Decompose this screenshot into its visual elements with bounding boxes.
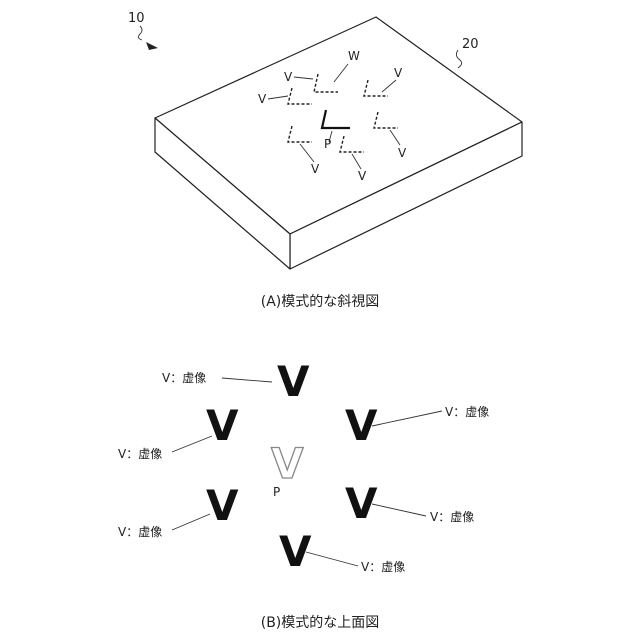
caption-a: (A)模式的な斜視図 [261, 294, 380, 310]
label-v-3: V [394, 66, 403, 80]
ref-squiggle-block [456, 50, 461, 68]
label-v-4: V [398, 146, 407, 160]
callout-upper-right: V：虚像 [445, 405, 489, 419]
leader-callout-lower-left [172, 514, 210, 530]
leader-callout-lower-right [372, 504, 426, 516]
virtual-image-top: V [277, 357, 310, 406]
ref-squiggle-device [138, 26, 142, 40]
top-view: V P V V V V V V V：虚像 V：虚像 V：虚像 V：虚像 V：虚像… [118, 357, 489, 631]
leader-callout-top [222, 378, 272, 382]
virtual-image-lower-left: V [206, 481, 239, 530]
perspective-view: 10 20 P W V V V V V V [128, 11, 522, 310]
label-p: P [324, 137, 331, 151]
virtual-image-upper-left: V [206, 401, 239, 450]
ref-label-device: 10 [128, 11, 145, 26]
leader-callout-bottom [306, 552, 358, 566]
callout-lower-right: V：虚像 [430, 510, 474, 524]
callout-top: V：虚像 [162, 371, 206, 385]
leader-callout-upper-right [372, 411, 442, 426]
virtual-image-lower-right: V [345, 479, 378, 528]
label-real-image-p: P [273, 485, 280, 499]
virtual-image-bottom: V [279, 527, 312, 576]
label-w: W [348, 49, 360, 63]
label-v-1: V [284, 70, 293, 84]
label-v-6: V [358, 169, 367, 183]
real-image-char: V [271, 439, 304, 488]
label-v-2: V [258, 92, 267, 106]
callout-bottom: V：虚像 [361, 560, 405, 574]
ref-label-block: 20 [462, 37, 479, 52]
caption-b: (B)模式的な上面図 [261, 615, 380, 631]
callout-lower-left: V：虚像 [118, 525, 162, 539]
callout-upper-left: V：虚像 [118, 447, 162, 461]
label-v-5: V [311, 162, 320, 176]
ref-arrow-head [146, 42, 158, 50]
